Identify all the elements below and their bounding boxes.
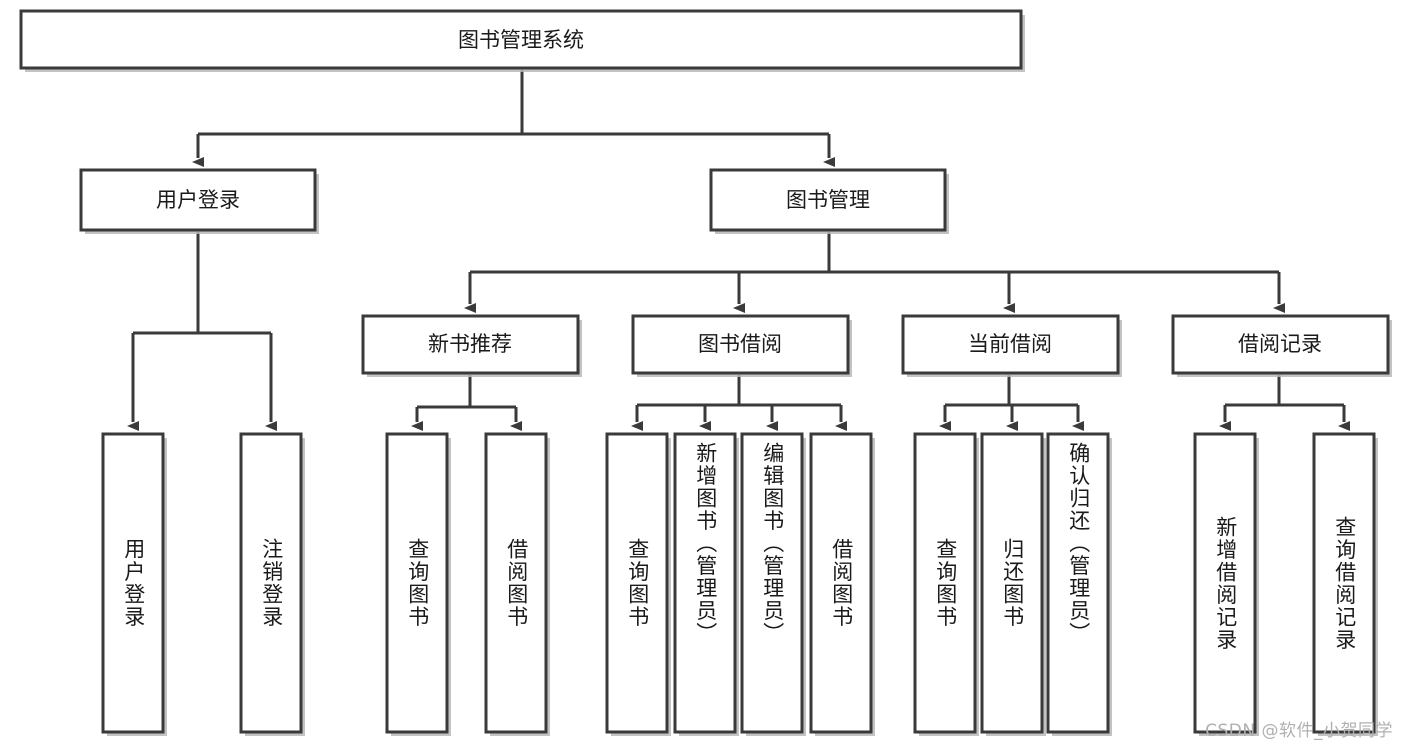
node-book-manage[interactable]: 图书管理 [709, 168, 949, 234]
node-leaf-query-record-box [1312, 432, 1376, 734]
node-leaf-borrow-book[interactable] [809, 432, 875, 736]
node-borrow-record-box [1171, 314, 1390, 375]
node-book-borrow[interactable]: 图书借阅 [631, 314, 852, 377]
node-book-borrow-label: 图书借阅 [698, 332, 782, 356]
node-current-borrow-label: 当前借阅 [968, 332, 1052, 356]
node-leaf-borrow-book-rec[interactable] [484, 432, 550, 736]
node-leaf-logout-login[interactable] [239, 432, 305, 736]
node-leaf-query-book-borrow-box [605, 432, 669, 734]
node-leaf-confirm-return-box [1046, 432, 1110, 734]
node-current-borrow-box [901, 314, 1120, 375]
node-current-borrow[interactable]: 当前借阅 [901, 314, 1122, 377]
node-leaf-user-login-box [101, 432, 165, 734]
node-user-login-box [79, 168, 317, 232]
node-user-login-label: 用户登录 [156, 188, 240, 212]
node-leaf-borrow-book-box [809, 432, 873, 734]
node-leaf-add-book-box [673, 432, 737, 734]
node-leaf-confirm-return[interactable] [1046, 432, 1112, 736]
node-leaf-user-login[interactable] [101, 432, 167, 736]
node-leaf-add-record-box [1193, 432, 1257, 734]
node-borrow-record-label: 借阅记录 [1238, 332, 1322, 356]
csdn-watermark: CSDN @软件_小贺同学 [1205, 721, 1393, 741]
node-book-manage-label: 图书管理 [786, 188, 870, 212]
node-book-borrow-box [631, 314, 850, 375]
node-user-login[interactable]: 用户登录 [79, 168, 319, 234]
node-leaf-add-record[interactable] [1193, 432, 1259, 736]
node-new-book-recommend-label: 新书推荐 [428, 332, 512, 356]
node-book-manage-box [709, 168, 947, 232]
node-leaf-query-book-cur[interactable] [913, 432, 979, 736]
node-root-label: 图书管理系统 [458, 28, 584, 52]
node-leaf-query-book-rec[interactable] [385, 432, 451, 736]
node-leaf-return-book[interactable] [980, 432, 1046, 736]
node-root-box [19, 9, 1023, 70]
node-leaf-edit-book[interactable] [740, 432, 806, 736]
node-new-book-recommend[interactable]: 新书推荐 [361, 314, 582, 377]
node-leaf-query-book-cur-box [913, 432, 977, 734]
node-root[interactable]: 图书管理系统 [19, 9, 1025, 72]
node-layer: 图书管理系统 用户登录 图书管理 新书推荐 [19, 9, 1392, 736]
node-leaf-edit-book-box [740, 432, 804, 734]
node-leaf-borrow-book-rec-box [484, 432, 548, 734]
connector-layer [127, 70, 1350, 431]
node-leaf-query-book-borrow[interactable] [605, 432, 671, 736]
node-leaf-return-book-box [980, 432, 1044, 734]
node-new-book-recommend-box [361, 314, 580, 375]
node-borrow-record[interactable]: 借阅记录 [1171, 314, 1392, 377]
node-leaf-query-book-rec-box [385, 432, 449, 734]
node-leaf-add-book[interactable] [673, 432, 739, 736]
node-leaf-logout-login-box [239, 432, 303, 734]
node-leaf-query-record[interactable] [1312, 432, 1378, 736]
